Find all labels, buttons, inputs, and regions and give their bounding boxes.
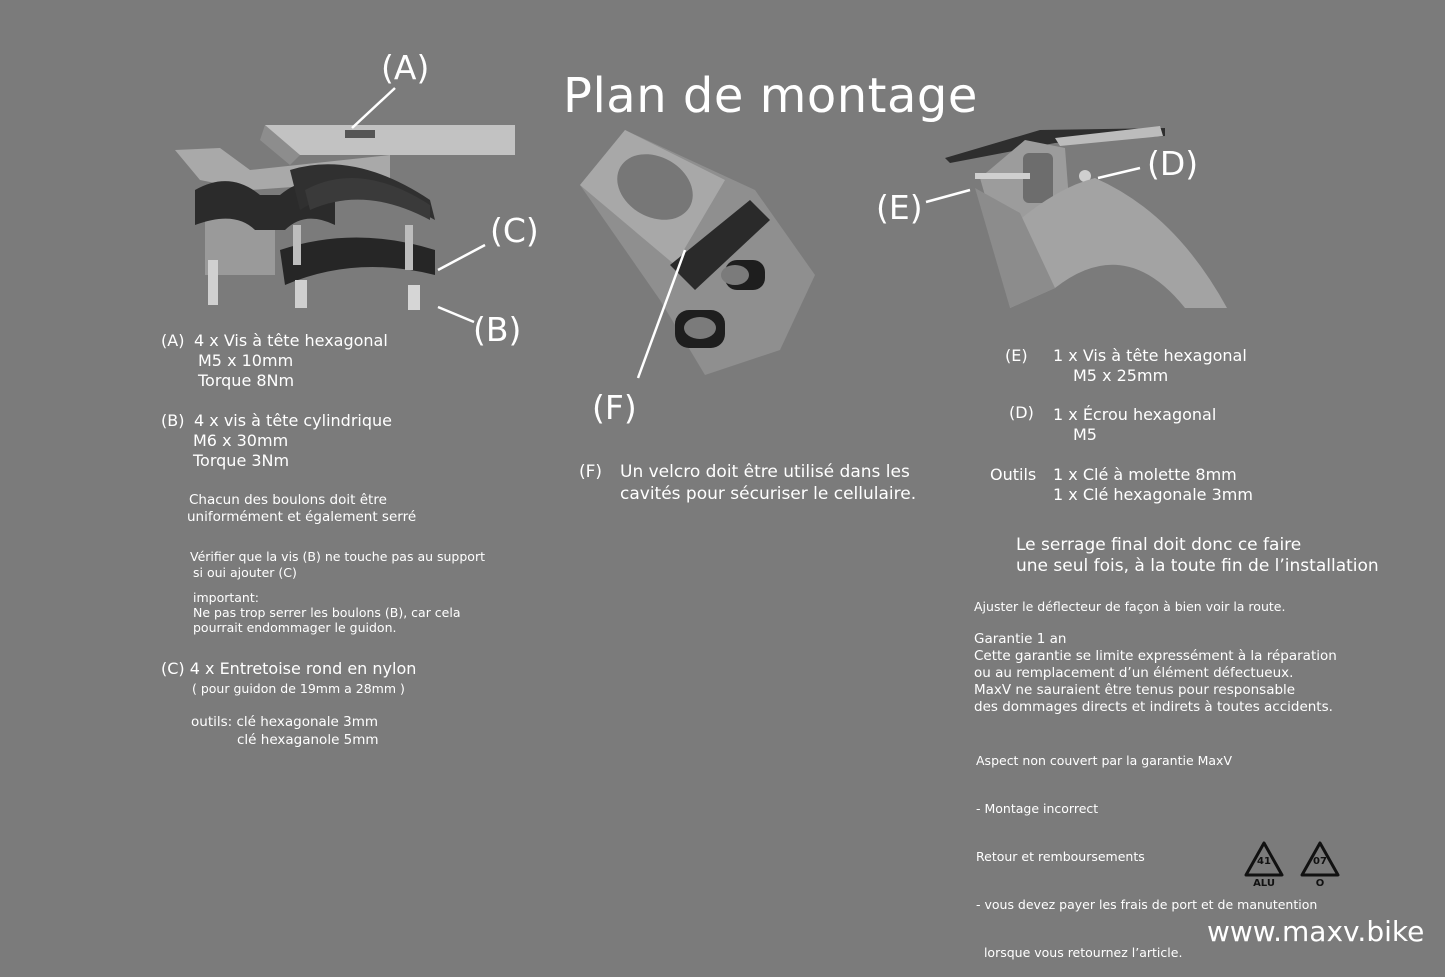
leader-d: [1097, 166, 1141, 180]
callout-a: (A): [381, 48, 430, 87]
d-line2: M5: [1073, 425, 1097, 444]
warranty-line: ou au remplacement d’un élément défectue…: [974, 665, 1294, 681]
leader-a: [351, 87, 396, 129]
a-tag: (A): [161, 331, 185, 350]
c-line1: (C) 4 x Entretoise rond en nylon: [161, 659, 417, 678]
adjust-note: Ajuster le déflecteur de façon à bien vo…: [974, 599, 1286, 614]
callout-b: (B): [473, 310, 522, 349]
warranty-block: Garantie 1 an Cette garantie se limite e…: [974, 631, 1337, 716]
callout-f: (F): [592, 388, 637, 427]
recycle-alu-label: ALU: [1253, 878, 1275, 889]
tools-tag: Outils: [990, 465, 1037, 484]
coverage-line: Aspect non couvert par la garantie MaxV: [976, 753, 1233, 768]
callout-d: (D): [1147, 144, 1199, 183]
e-line1: 1 x Vis à tête hexagonal: [1053, 346, 1247, 365]
note2-line2: si oui ajouter (C): [193, 565, 297, 580]
note3-line2: Ne pas trop serrer les boulons (B), car …: [193, 605, 461, 620]
right-tools-line2: 1 x Clé hexagonale 3mm: [1053, 485, 1253, 504]
f-line2: cavités pour sécuriser le cellulaire.: [620, 484, 917, 504]
c-line2: ( pour guidon de 19mm a 28mm ): [192, 681, 405, 696]
warranty-line: MaxV ne sauraient être tenus pour respon…: [974, 682, 1296, 698]
coverage-line: Retour et remboursements: [976, 849, 1145, 864]
b-tag: (B): [161, 411, 185, 430]
tools-line2: clé hexaganole 5mm: [237, 732, 379, 748]
d-tag: (D): [1009, 403, 1034, 422]
f-line1: Un velcro doit être utilisé dans les: [620, 462, 910, 482]
coverage-line: - vous devez payer les frais de port et …: [976, 897, 1318, 912]
recycle-other-label: O: [1315, 878, 1325, 889]
coverage-line: - Montage incorrect: [976, 801, 1099, 816]
tools-line1: outils: clé hexagonale 3mm: [191, 714, 379, 730]
right-tools-line1: 1 x Clé à molette 8mm: [1053, 465, 1237, 484]
b-line2: M6 x 30mm: [193, 431, 289, 450]
leader-b: [437, 305, 475, 324]
recycle-alu-icon: 41 ALU: [1243, 840, 1285, 892]
warranty-line: Cette garantie se limite expressément à …: [974, 648, 1337, 664]
leader-e: [925, 188, 971, 204]
note1-line2: uniformément et également serré: [187, 509, 417, 525]
leader-f: [636, 249, 687, 379]
page-title: Plan de montage: [563, 68, 978, 124]
note3-line3: pourrait endommager le guidon.: [193, 620, 397, 635]
final-line1: Le serrage final doit donc ce faire: [1016, 535, 1302, 555]
coverage-line: lorsque vous retournez l’article.: [976, 945, 1183, 960]
leader-c: [437, 243, 486, 272]
recycle-alu-number: 41: [1257, 856, 1271, 867]
coverage-block: Aspect non couvert par la garantie MaxV …: [976, 721, 1317, 977]
a-line2: M5 x 10mm: [198, 351, 294, 370]
note3-line1: important:: [193, 590, 259, 605]
handlebar-clamp-photo: [175, 125, 515, 310]
a-line3: Torque 8Nm: [198, 371, 295, 390]
note2-line1: Vérifier que la vis (B) ne touche pas au…: [190, 549, 485, 564]
b-line1: 4 x vis à tête cylindrique: [194, 411, 392, 430]
final-line2: une seul fois, à la toute fin de l’insta…: [1016, 556, 1379, 576]
note1-line1: Chacun des boulons doit être: [189, 492, 387, 508]
recycle-other-icon: 07 O: [1299, 840, 1341, 892]
callout-e: (E): [876, 188, 923, 227]
phone-holder-photo: [580, 130, 815, 375]
website-url: www.maxv.bike: [1207, 915, 1425, 948]
recycle-other-number: 07: [1313, 856, 1327, 867]
warranty-line: des dommages directs et indirets à toute…: [974, 699, 1333, 715]
warranty-line: Garantie 1 an: [974, 631, 1067, 647]
e-line2: M5 x 25mm: [1073, 366, 1169, 385]
e-tag: (E): [1005, 346, 1028, 365]
callout-c: (C): [490, 211, 539, 250]
b-line3: Torque 3Nm: [193, 451, 290, 470]
d-line1: 1 x Écrou hexagonal: [1053, 405, 1217, 424]
f-tag: (F): [579, 462, 603, 482]
a-line1: 4 x Vis à tête hexagonal: [194, 331, 388, 350]
deflector-mount-photo: [945, 126, 1227, 308]
